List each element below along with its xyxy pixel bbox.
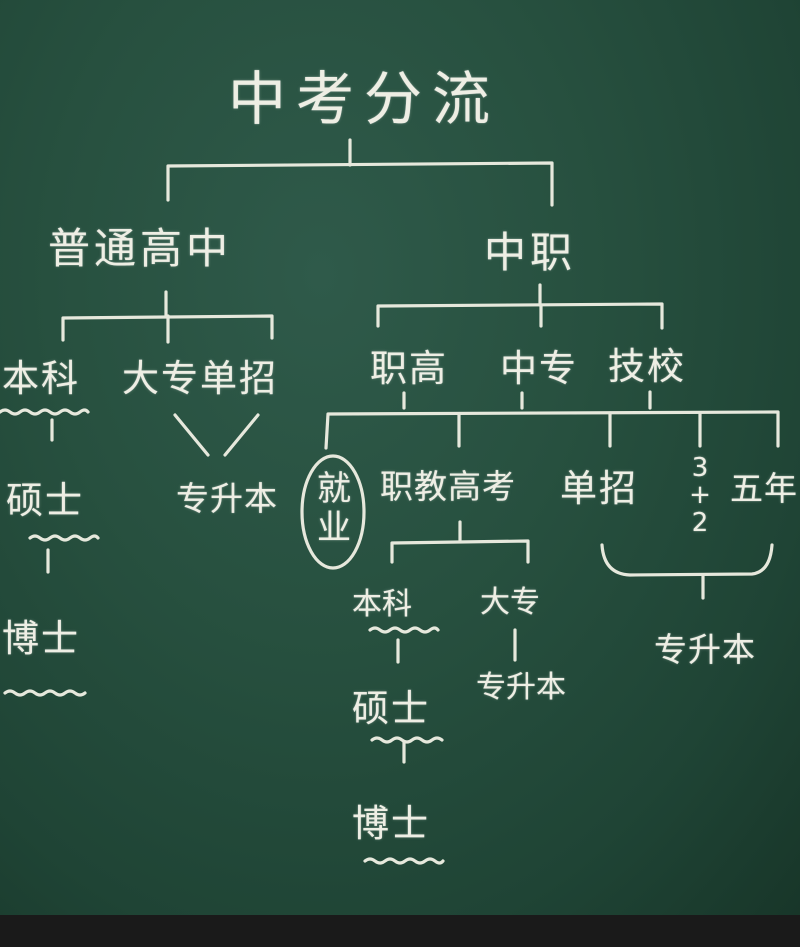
general-doctor-label: 博士 bbox=[2, 617, 80, 660]
employment-label: 就业 bbox=[317, 469, 351, 549]
bottom-bar bbox=[0, 915, 800, 947]
general-high-school-label: 普通高中 bbox=[48, 224, 233, 273]
diagram-title: 中考分流 bbox=[228, 65, 501, 133]
vocational-school-label: 中职 bbox=[484, 228, 577, 277]
three-plus-two-plus: + bbox=[689, 480, 711, 511]
general-master-label: 硕士 bbox=[6, 479, 84, 522]
five-year-label: 五年 bbox=[730, 469, 798, 508]
vocational-type-jixiao: 技校 bbox=[608, 345, 686, 388]
vocational-type-zhongzhuan: 中专 bbox=[500, 347, 578, 390]
vocational-exam-label: 职教高考 bbox=[380, 467, 516, 506]
vocational-type-zhigao: 职高 bbox=[370, 347, 448, 390]
three-plus-two-2: 2 bbox=[691, 507, 709, 538]
general-junior-college-exam-label: 大专单招 bbox=[122, 357, 278, 400]
vocational-master-label: 硕士 bbox=[352, 687, 430, 730]
general-upgrade-label: 专升本 bbox=[176, 479, 278, 518]
vocational-doctor-label: 博士 bbox=[352, 802, 430, 845]
tree-connectors bbox=[0, 138, 780, 865]
vocational-junior-college-label: 大专 bbox=[480, 585, 540, 620]
three-plus-two-label: 3 + 2 bbox=[688, 453, 712, 538]
vocational-upgrade-right-label: 专升本 bbox=[654, 630, 756, 669]
three-plus-two-3: 3 bbox=[691, 453, 709, 483]
general-undergrad-label: 本科 bbox=[2, 357, 80, 400]
vocational-undergrad-label: 本科 bbox=[352, 587, 412, 622]
chalkboard: 中考分流 普通高中 中职 本科 大专单招 职高 中专 技校 硕士 专升本 就业 … bbox=[0, 0, 800, 915]
vocational-upgrade-mid-label: 专升本 bbox=[476, 670, 566, 705]
single-exam-label: 单招 bbox=[560, 467, 638, 510]
